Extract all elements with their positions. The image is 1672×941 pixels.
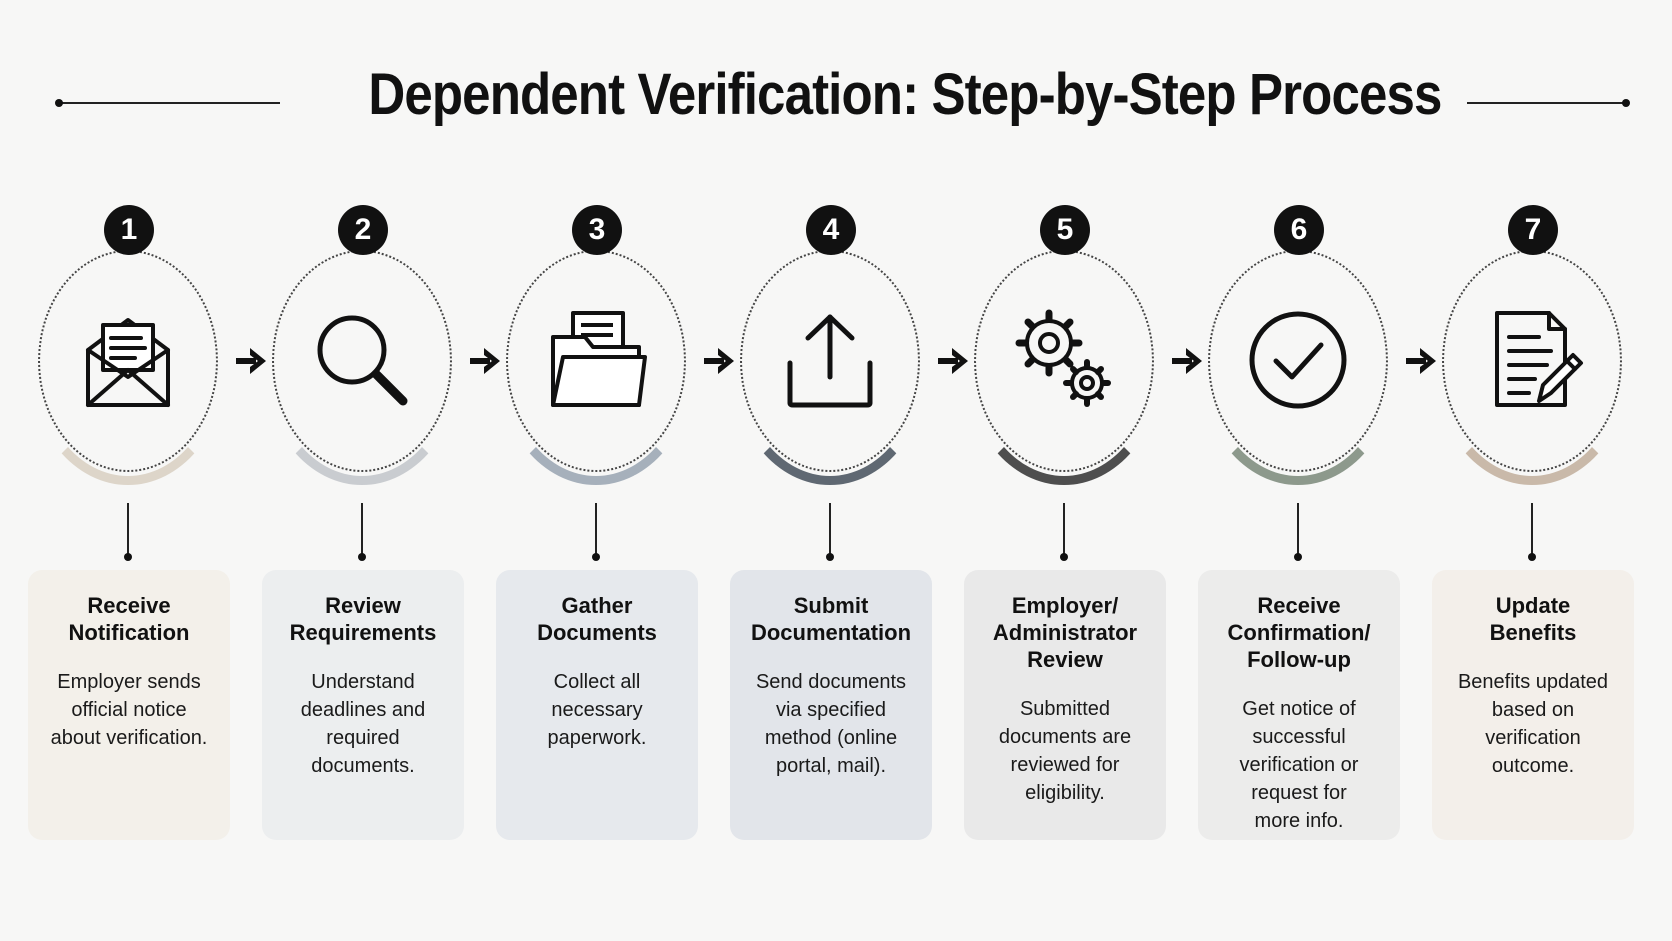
step-description: Collect all necessary paperwork. xyxy=(547,671,647,749)
step-connector xyxy=(124,503,132,561)
step-connector xyxy=(592,503,600,561)
step-connector-dot xyxy=(592,553,600,561)
title-rule-left-dot xyxy=(55,99,63,107)
step-connector-dot xyxy=(358,553,366,561)
step-description: Understand deadlines and required docume… xyxy=(300,671,426,777)
step-title: Gather Documents xyxy=(537,593,657,645)
step-title: Receive Notification xyxy=(68,593,190,645)
step-connector-dot xyxy=(1528,553,1536,561)
title-row: Dependent Verification: Step-by-Step Pro… xyxy=(0,55,1672,135)
step-number-badge: 1 xyxy=(104,205,154,255)
step-accent-arc xyxy=(498,245,694,485)
title-rule-left xyxy=(55,99,280,107)
step-accent-arc xyxy=(1200,245,1396,485)
document-pencil-icon xyxy=(1495,311,1583,407)
step-connector xyxy=(358,503,366,561)
step-accent-arc xyxy=(1434,245,1630,485)
step-title: Employer/ Administrator Review xyxy=(992,593,1138,672)
checkmark-circle-icon xyxy=(1243,305,1353,415)
step-connector-dot xyxy=(1294,553,1302,561)
step-title: Review Requirements xyxy=(289,593,437,645)
step-connector xyxy=(1528,503,1536,561)
step-description: Get notice of successful verification or… xyxy=(1239,698,1359,832)
step-description: Send documents via specified method (onl… xyxy=(755,671,907,777)
step-number-badge: 6 xyxy=(1274,205,1324,255)
upload-icon xyxy=(775,305,885,415)
step-connector-dot xyxy=(826,553,834,561)
title-rule-right xyxy=(1467,99,1630,107)
step-connector xyxy=(1060,503,1068,561)
gears-icon xyxy=(1009,305,1119,415)
step-connector xyxy=(826,503,834,561)
diagram-title: Dependent Verification: Step-by-Step Pro… xyxy=(368,62,1442,127)
step-number-badge: 7 xyxy=(1508,205,1558,255)
step-accent-arc xyxy=(264,245,460,485)
step-description: Submitted documents are reviewed for eli… xyxy=(998,698,1132,804)
step-description: Employer sends official notice about ver… xyxy=(50,671,208,749)
step-number-badge: 3 xyxy=(572,205,622,255)
step-accent-arc xyxy=(732,245,928,485)
magnifier-icon xyxy=(307,305,417,415)
folder-documents-icon xyxy=(551,311,647,407)
step-accent-arc xyxy=(30,245,226,485)
step-number-badge: 4 xyxy=(806,205,856,255)
step-description: Benefits updated based on verification o… xyxy=(1457,671,1609,777)
step-title: Receive Confirmation/ Follow-up xyxy=(1227,593,1371,672)
title-rule-right-dot xyxy=(1622,99,1630,107)
step-title: Update Benefits xyxy=(1489,593,1577,645)
step-number-badge: 2 xyxy=(338,205,388,255)
step-connector xyxy=(1294,503,1302,561)
step-connector-dot xyxy=(124,553,132,561)
envelope-letter-icon xyxy=(86,318,170,407)
step-number-badge: 5 xyxy=(1040,205,1090,255)
step-title: Submit Documentation xyxy=(750,593,912,645)
step-accent-arc xyxy=(966,245,1162,485)
step-connector-dot xyxy=(1060,553,1068,561)
